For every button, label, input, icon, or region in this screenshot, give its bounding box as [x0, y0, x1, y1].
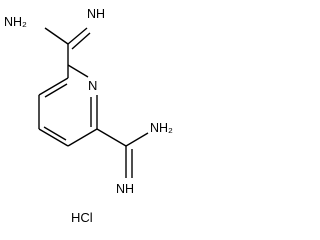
- bottom-imine-label: NH: [116, 182, 134, 196]
- double-bond-c3-c2: [44, 83, 68, 98]
- top-nh2-label: NH₂: [4, 15, 27, 29]
- bottom-amidine-group: NH₂ NH: [96, 121, 173, 196]
- pyridine-ring: [38, 64, 98, 147]
- bond-c6-c5: [67, 128, 98, 147]
- bottom-nh2-label: NH₂: [150, 121, 173, 135]
- double-bond-amidine-imine: [71, 32, 91, 50]
- top-imine-label: NH: [87, 7, 105, 21]
- chemical-structure-drawing: NH₂ NH N NH₂ NH HCl: [4, 7, 173, 225]
- bond-c2-n1: [67, 64, 89, 78]
- bond-amidine-carbon-imine: [67, 27, 88, 45]
- bond-c5-c4: [38, 128, 69, 147]
- top-amidine-group: NH₂ NH: [4, 7, 105, 78]
- bond-c6-amidine-carbon: [96, 128, 127, 147]
- ring-nitrogen-label: N: [88, 78, 97, 93]
- double-bond-c5-c4: [43, 126, 67, 141]
- bond-c3-c2: [38, 77, 69, 96]
- bond-amidine-carbon-nh2: [44, 27, 69, 45]
- hydrochloride-label: HCl: [71, 210, 93, 225]
- bond-amidine-carbon-nh2: [125, 132, 149, 147]
